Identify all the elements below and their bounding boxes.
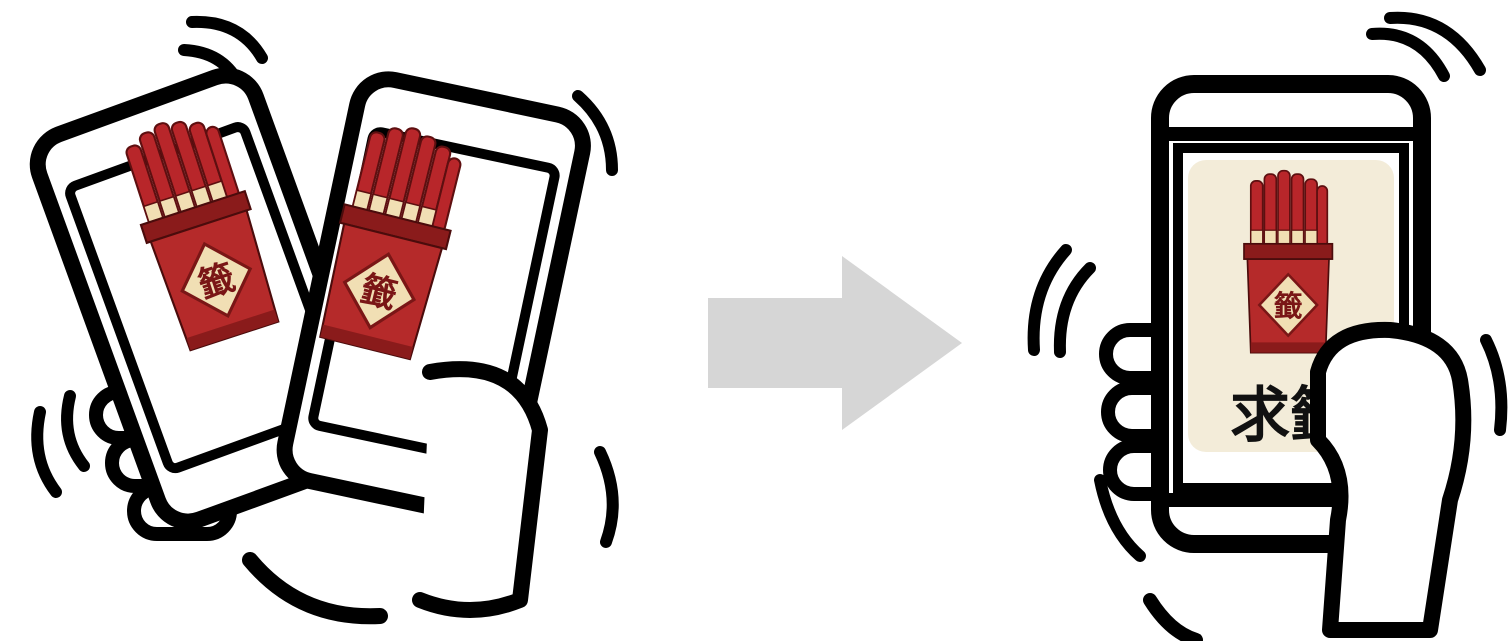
right-arrow-icon bbox=[708, 256, 962, 430]
tube-character-right: 籤 bbox=[1274, 289, 1303, 323]
left-shaking-phones: 籤 籤 bbox=[29, 22, 613, 616]
right-phone-in-hand: 籤 求籤 bbox=[1034, 18, 1502, 640]
